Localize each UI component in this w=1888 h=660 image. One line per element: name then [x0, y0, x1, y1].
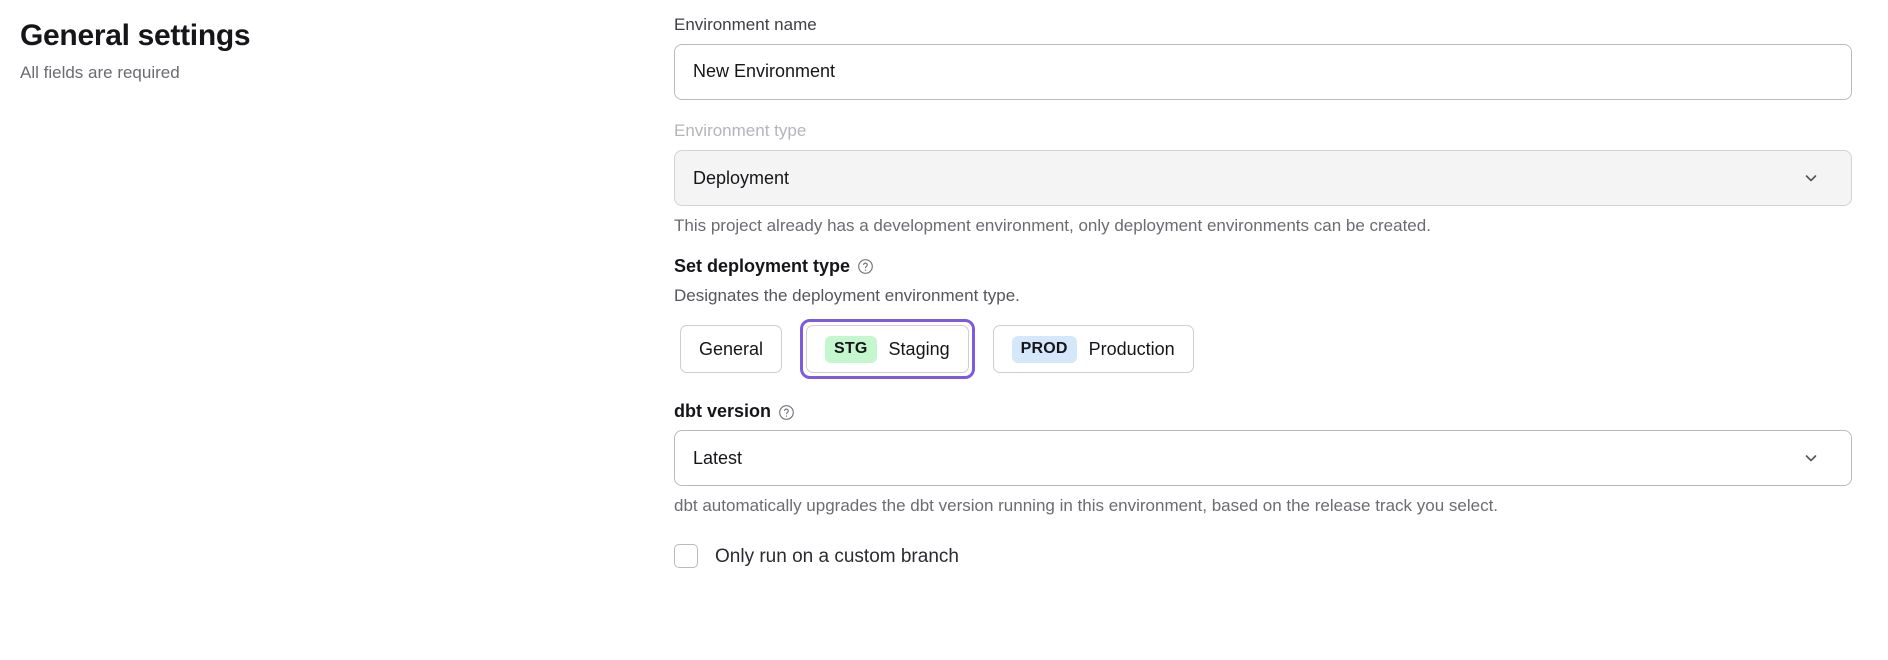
environment-type-field: Environment type Deployment This project…	[674, 120, 1852, 238]
spacer	[674, 100, 1852, 120]
spacer	[674, 238, 1852, 254]
deployment-type-label-row: Set deployment type	[674, 254, 1852, 278]
deployment-option-staging[interactable]: STG Staging	[806, 325, 969, 374]
help-circle-icon[interactable]	[857, 258, 874, 275]
custom-branch-label: Only run on a custom branch	[715, 545, 959, 567]
custom-branch-checkbox[interactable]	[674, 544, 698, 569]
deployment-type-label: Set deployment type	[674, 255, 851, 276]
deployment-option-general-label: General	[699, 339, 764, 360]
page-title: General settings	[20, 19, 251, 52]
dbt-version-value: Latest	[693, 448, 743, 469]
deployment-type-description: Designates the deployment environment ty…	[674, 286, 1020, 306]
environment-type-value: Deployment	[693, 167, 790, 188]
dbt-version-select[interactable]: Latest	[674, 430, 1852, 487]
staging-badge: STG	[825, 335, 877, 363]
environment-type-help-text: This project already has a development e…	[674, 215, 1431, 235]
environment-name-input[interactable]: New Environment	[674, 43, 1852, 100]
deployment-type-options: General STG Staging PROD Production	[674, 319, 1852, 380]
chevron-down-icon	[1803, 450, 1819, 466]
environment-name-field: Environment name New Environment	[674, 14, 1852, 100]
environment-name-label: Environment name	[674, 15, 817, 34]
spacer	[674, 379, 1852, 399]
dbt-version-label-row: dbt version	[674, 399, 1852, 423]
deployment-option-staging-wrap: STG Staging	[800, 319, 975, 380]
dbt-version-field: dbt version Latest dbt automatica	[674, 399, 1852, 518]
deployment-option-general[interactable]: General	[680, 325, 783, 374]
help-circle-icon[interactable]	[778, 404, 795, 421]
dbt-version-help-text: dbt automatically upgrades the dbt versi…	[674, 496, 1499, 516]
page-subtitle: All fields are required	[20, 63, 180, 82]
settings-form: Environment name New Environment Environ…	[674, 14, 1852, 569]
chevron-down-icon	[1803, 170, 1819, 186]
custom-branch-row[interactable]: Only run on a custom branch	[674, 544, 1852, 569]
section-header: General settings All fields are required	[20, 18, 620, 84]
dbt-version-label: dbt version	[674, 401, 772, 422]
environment-type-label: Environment type	[674, 120, 807, 140]
deployment-option-production-wrap: PROD Production	[987, 319, 1200, 379]
deployment-type-field: Set deployment type Designates the deplo…	[674, 254, 1852, 380]
deployment-option-staging-label: Staging	[888, 339, 950, 360]
environment-type-select[interactable]: Deployment	[674, 149, 1852, 206]
production-badge: PROD	[1011, 335, 1077, 363]
deployment-option-production[interactable]: PROD Production	[992, 325, 1194, 374]
deployment-option-production-label: Production	[1088, 339, 1175, 360]
deployment-option-general-wrap: General	[674, 319, 788, 379]
